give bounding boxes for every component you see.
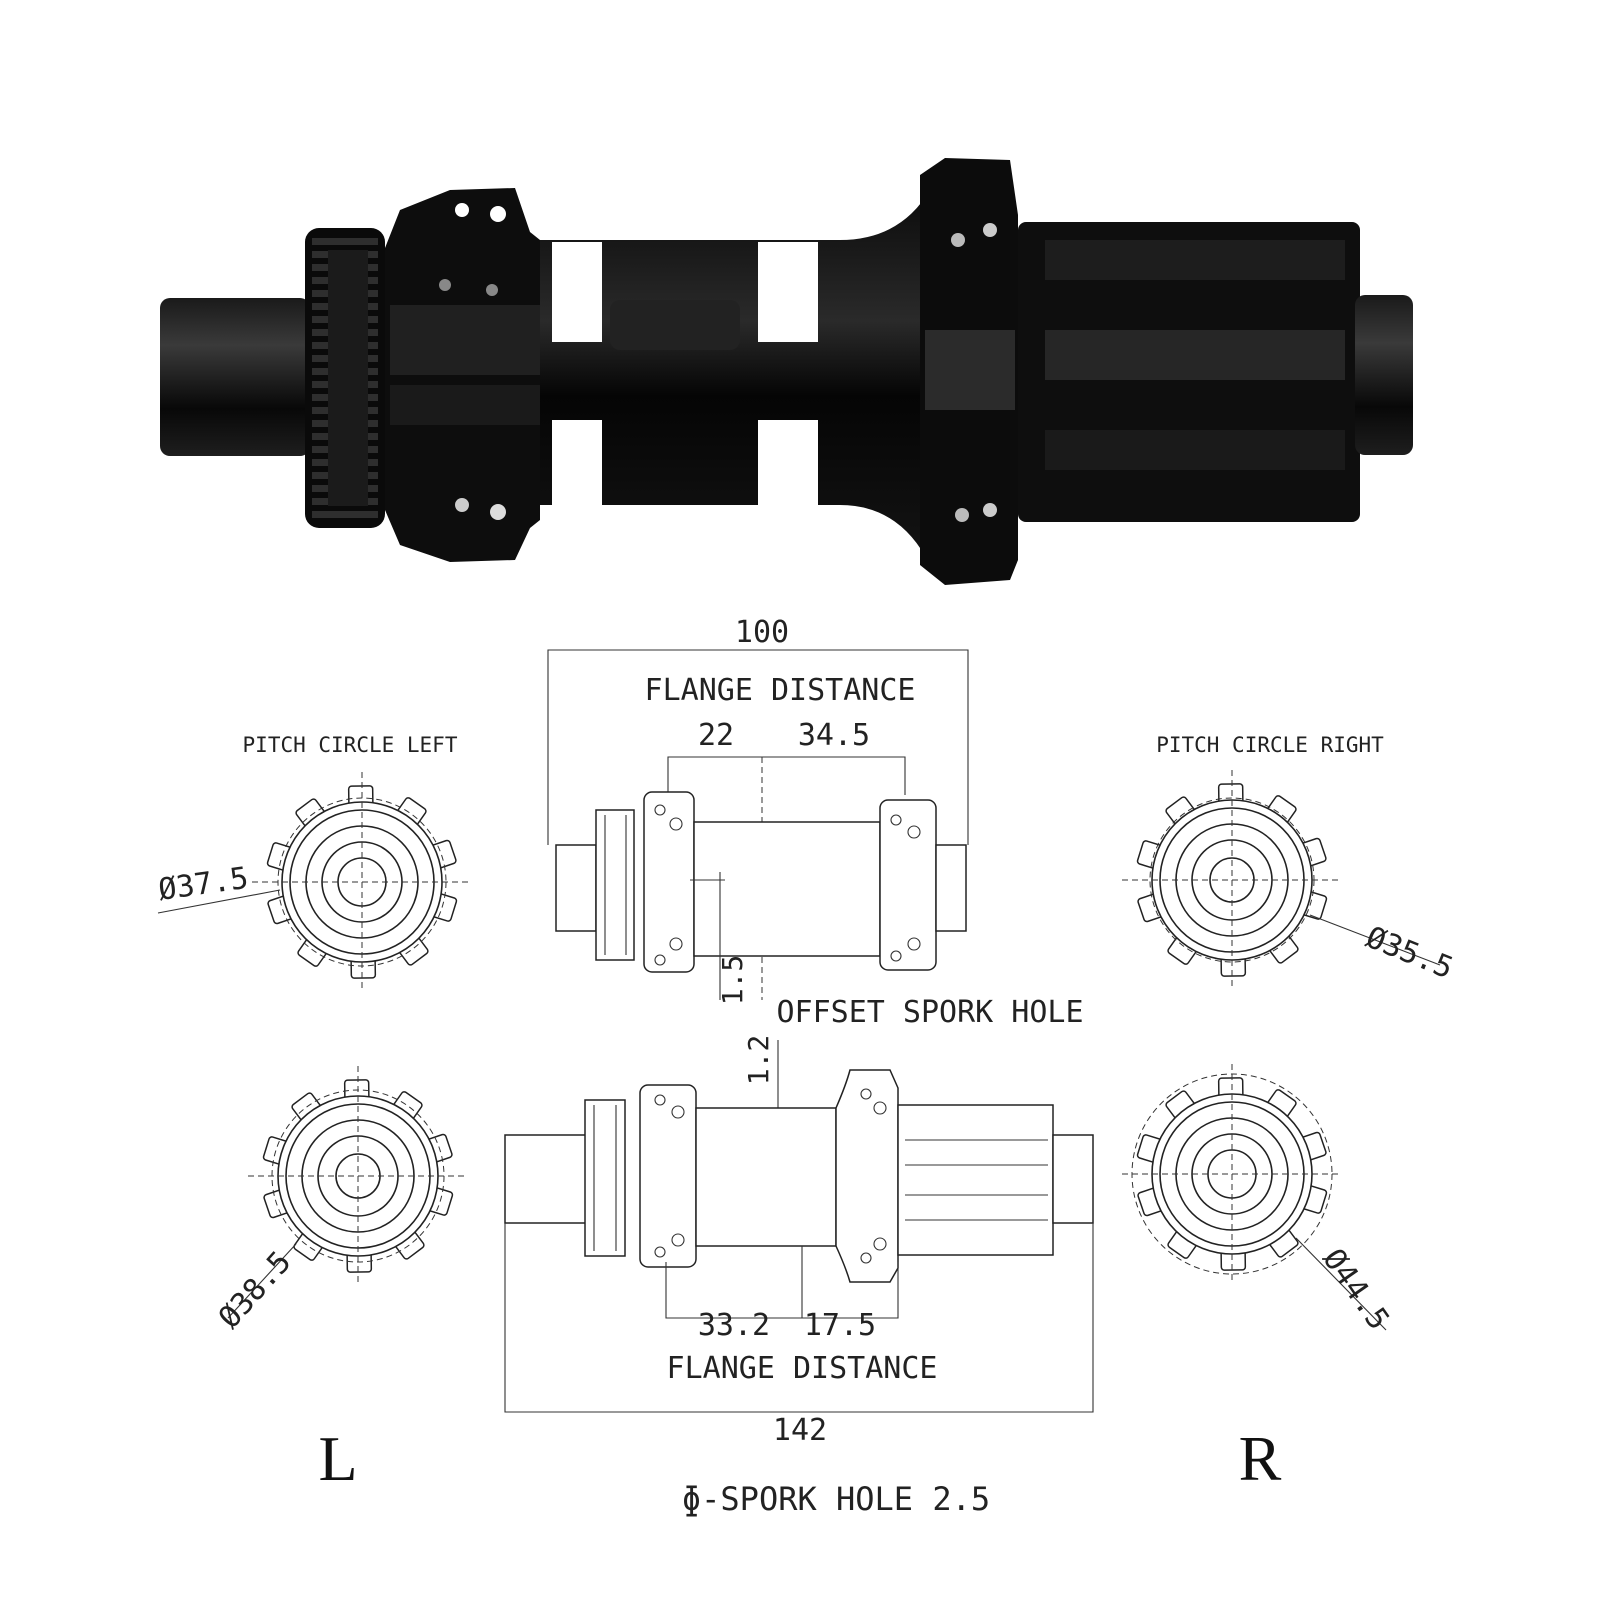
bottom-left-end bbox=[504, 1134, 594, 1224]
pitch-circle-left-label: PITCH CIRCLE LEFT bbox=[243, 733, 458, 757]
bottom-right-dim: 17.5 bbox=[804, 1308, 876, 1343]
top-left-dim: 22 bbox=[698, 718, 734, 753]
pitch-left-top-dia: Ø37.5 bbox=[156, 861, 250, 908]
pitch-circle-right-label: PITCH CIRCLE RIGHT bbox=[1156, 733, 1384, 757]
top-offset-value: 1.5 bbox=[716, 955, 749, 1006]
bottom-right-end bbox=[1052, 1134, 1094, 1224]
left-side-label: L bbox=[318, 1423, 357, 1494]
centerlock-ring bbox=[305, 228, 385, 528]
top-left-flange bbox=[643, 791, 695, 973]
top-left-end bbox=[555, 844, 597, 932]
right-end-cap bbox=[1355, 295, 1413, 455]
bottom-left-flange bbox=[639, 1084, 697, 1268]
top-body bbox=[693, 821, 881, 957]
bottom-technical-drawing: 1.2 33.2 17.5 FLANGE DISTANCE 142 bbox=[504, 1035, 1094, 1448]
right-side-label: R bbox=[1239, 1423, 1282, 1494]
pitch-circle-left-bottom bbox=[248, 1066, 468, 1286]
top-technical-drawing: 100 FLANGE DISTANCE 22 34.5 1.5 bbox=[547, 615, 969, 1006]
offset-spoke-hole-label: OFFSET SPORK HOLE bbox=[776, 995, 1083, 1030]
bottom-left-dim: 33.2 bbox=[698, 1308, 770, 1343]
pitch-right-bottom-dia: Ø44.5 bbox=[1315, 1243, 1395, 1337]
top-flange-title: FLANGE DISTANCE bbox=[645, 673, 916, 708]
left-end-cap bbox=[160, 298, 310, 456]
hub-photo bbox=[160, 158, 1413, 585]
top-right-dim: 34.5 bbox=[798, 718, 870, 753]
bottom-offset-value: 1.2 bbox=[742, 1035, 775, 1086]
bottom-rotor-mount bbox=[584, 1099, 626, 1257]
top-right-end bbox=[935, 844, 967, 932]
pitch-circle-left-top bbox=[252, 772, 472, 992]
pitch-right-top-dia: Ø35.5 bbox=[1361, 920, 1458, 986]
pitch-circle-right-bottom bbox=[1122, 1064, 1342, 1284]
bottom-right-flange bbox=[835, 1069, 899, 1283]
top-rotor-mount bbox=[595, 809, 635, 961]
top-overall-dim: 100 bbox=[735, 615, 789, 650]
bottom-overall-dim: 142 bbox=[773, 1413, 827, 1448]
pitch-circle-right-top bbox=[1122, 770, 1342, 990]
pitch-left-bottom-dia: Ø38.5 bbox=[212, 1245, 298, 1336]
bottom-body bbox=[695, 1107, 837, 1247]
bottom-freehub bbox=[897, 1104, 1054, 1256]
bottom-flange-title: FLANGE DISTANCE bbox=[667, 1351, 938, 1386]
spoke-hole-icon bbox=[455, 203, 469, 217]
hub-body bbox=[540, 190, 930, 565]
spoke-hole-note: ɸ-SPORK HOLE 2.5 bbox=[682, 1480, 990, 1518]
